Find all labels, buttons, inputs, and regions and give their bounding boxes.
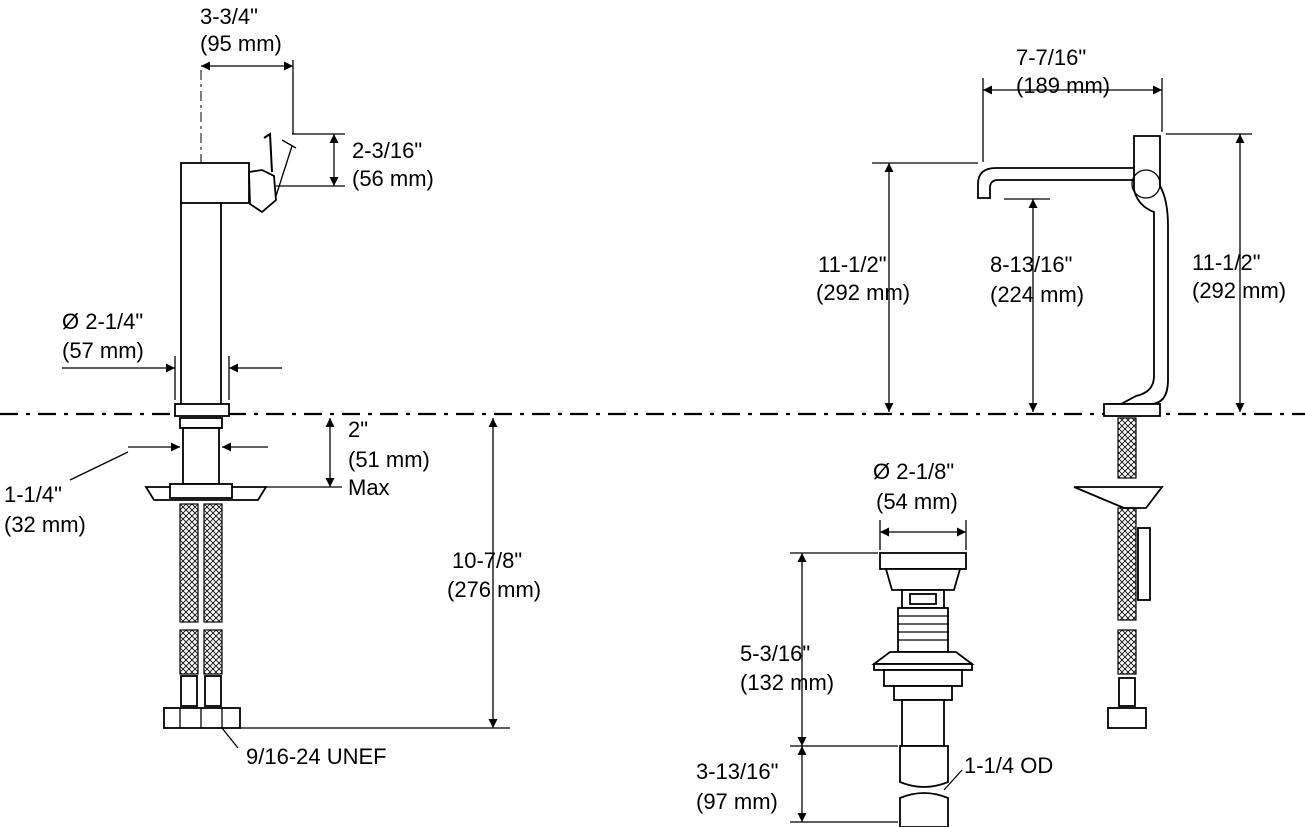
dim-shank-dia-mm: (32 mm) [4,512,86,537]
dim-spout-clear-mm: (224 mm) [990,282,1084,307]
dim-height-right-in: 11-1/2" [1192,250,1261,275]
dim-body-dia-mm: (57 mm) [62,338,144,363]
dim-handle-height-in: 2-3/16" [352,138,422,163]
dim-spout-offset-mm: (95 mm) [200,31,282,56]
dim-height-right-mm: (292 mm) [1192,278,1286,303]
drain-assembly: Ø 2-1/8" (54 mm) 5-3/16" (132 mm) 3-13/1… [696,459,1053,827]
dim-drain-body-mm: (132 mm) [740,670,834,695]
dim-shank-dia-in: 1-1/4" [4,482,62,507]
faucet-front-view: 7-7/16" (189 mm) 11-1/2" (292 mm) 8-13/1… [816,45,1286,729]
label-thread: 9/16-24 UNEF [246,744,387,769]
dim-spout-clear-in: 8-13/16" [990,252,1072,277]
dim-tail-len-mm: (97 mm) [696,789,778,814]
dim-spout-reach-in: 7-7/16" [1016,45,1086,70]
dim-height-left-in: 11-1/2" [818,252,887,277]
faucet-side-view: 3-3/4" (95 mm) 2-3/16" (56 mm) Ø 2-1/4" … [4,4,541,769]
dim-drain-body-in: 5-3/16" [740,641,810,666]
dim-body-dia-in: Ø 2-1/4" [62,309,143,334]
dim-supply-len-in: 10-7/8" [452,548,522,573]
dim-supply-len-mm: (276 mm) [447,577,541,602]
dim-drain-dia-mm: (54 mm) [876,489,958,514]
dim-tail-len-in: 3-13/16" [696,759,778,784]
dim-spout-reach-mm: (189 mm) [1016,73,1110,98]
label-tail-od: 1-1/4 OD [964,753,1053,778]
dim-handle-height-mm: (56 mm) [352,166,434,191]
dim-height-left-mm: (292 mm) [816,280,910,305]
dim-deck-max-mm: (51 mm) [348,447,430,472]
dim-deck-max-in: 2" [348,417,368,442]
dim-spout-offset-in: 3-3/4" [200,4,258,29]
dim-deck-max-word: Max [348,475,390,500]
dim-drain-dia-in: Ø 2-1/8" [873,459,954,484]
